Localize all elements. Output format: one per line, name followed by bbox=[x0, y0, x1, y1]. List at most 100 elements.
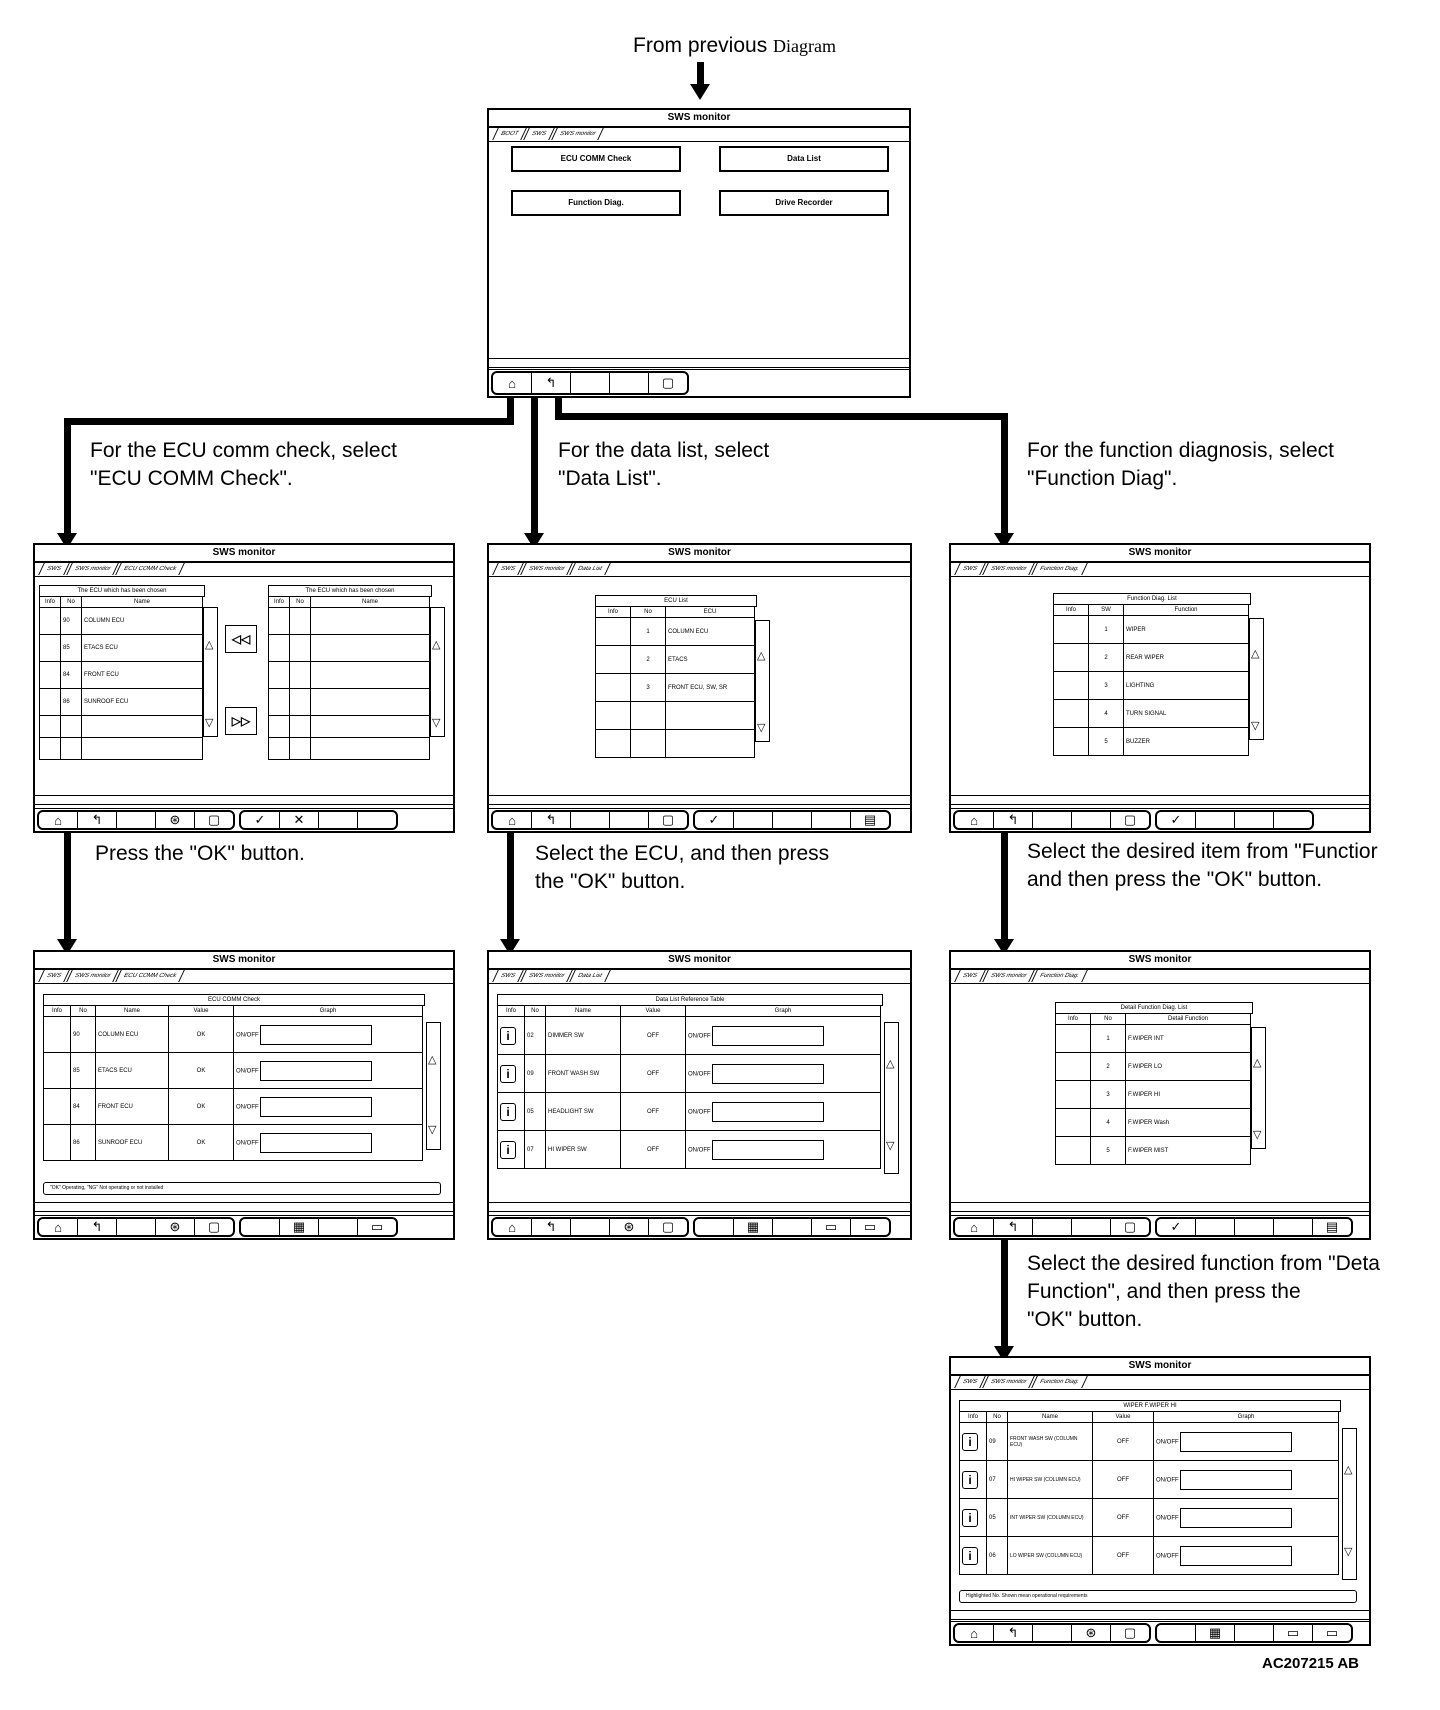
window-icon[interactable]: ▭ bbox=[863, 1219, 877, 1234]
info-icon[interactable]: i bbox=[962, 1546, 978, 1565]
info-icon[interactable]: i bbox=[500, 1140, 516, 1159]
print-icon[interactable]: ▢ bbox=[1123, 1625, 1137, 1640]
crumb-monitor[interactable]: SWS monitor bbox=[981, 563, 1035, 575]
home-icon[interactable]: ⌂ bbox=[39, 1219, 78, 1235]
home-icon[interactable]: ⌂ bbox=[39, 812, 78, 828]
table-view-icon[interactable]: ▦ bbox=[734, 1219, 773, 1235]
forward-icon[interactable]: ▷▷ bbox=[225, 707, 257, 735]
scroll-down-icon[interactable]: ▽ bbox=[432, 717, 441, 729]
check-icon[interactable]: ✓ bbox=[1157, 1219, 1196, 1235]
back-icon[interactable]: ↰ bbox=[532, 1219, 571, 1235]
crumb-sws[interactable]: SWS bbox=[954, 563, 986, 575]
scroll-down-icon[interactable]: ▽ bbox=[1344, 1546, 1353, 1558]
crumb-monitor[interactable]: SWS monitor bbox=[981, 970, 1035, 982]
crumb-ecu-comm[interactable]: ECU COMM Check bbox=[115, 970, 185, 982]
camera-icon[interactable]: ⊛ bbox=[156, 1219, 195, 1235]
scroll-up-icon[interactable]: △ bbox=[432, 639, 441, 651]
camera-icon[interactable]: ⊛ bbox=[1072, 1625, 1111, 1641]
scroll-up-icon[interactable]: △ bbox=[886, 1058, 895, 1070]
crumb-function-diag[interactable]: Function Diag. bbox=[1031, 563, 1088, 575]
crumb-sws[interactable]: SWS bbox=[492, 563, 524, 575]
data-list-button[interactable]: Data List bbox=[719, 146, 889, 172]
home-icon[interactable]: ⌂ bbox=[493, 373, 532, 393]
window-icon[interactable]: ▭ bbox=[1325, 1625, 1339, 1640]
crumb-monitor[interactable]: SWS monitor bbox=[65, 563, 119, 575]
info-icon[interactable]: i bbox=[962, 1508, 978, 1527]
scroll-up-icon[interactable]: △ bbox=[757, 650, 766, 662]
scroll-down-icon[interactable]: ▽ bbox=[1253, 1129, 1262, 1141]
crumb-sws[interactable]: SWS bbox=[954, 1376, 986, 1388]
table-row[interactable] bbox=[39, 737, 203, 760]
table-row[interactable] bbox=[39, 715, 203, 738]
table-row[interactable] bbox=[268, 607, 430, 635]
scrollbar[interactable]: △▽ bbox=[430, 607, 445, 737]
info-icon[interactable]: i bbox=[500, 1026, 516, 1045]
table-row[interactable] bbox=[595, 729, 755, 758]
info-icon[interactable]: i bbox=[962, 1432, 978, 1451]
home-icon[interactable]: ⌂ bbox=[955, 812, 994, 828]
table-view-icon[interactable]: ▦ bbox=[280, 1219, 319, 1235]
check-icon[interactable]: ✓ bbox=[241, 812, 280, 828]
print-icon[interactable]: ▢ bbox=[1123, 812, 1137, 827]
crumb-monitor[interactable]: SWS monitor bbox=[981, 1376, 1035, 1388]
table-row[interactable] bbox=[268, 634, 430, 662]
check-icon[interactable]: ✓ bbox=[1157, 812, 1196, 828]
scroll-up-icon[interactable]: △ bbox=[205, 639, 214, 651]
print-icon[interactable]: ▢ bbox=[661, 375, 675, 390]
info-icon[interactable]: i bbox=[500, 1102, 516, 1121]
scrollbar[interactable]: △▽ bbox=[1251, 1027, 1266, 1149]
crumb-monitor[interactable]: SWS monitor bbox=[519, 970, 573, 982]
crumb-sws[interactable]: SWS bbox=[38, 563, 70, 575]
crumb-function-diag[interactable]: Function Diag. bbox=[1031, 970, 1088, 982]
ecu-comm-check-button[interactable]: ECU COMM Check bbox=[511, 146, 681, 172]
scroll-up-icon[interactable]: △ bbox=[1251, 648, 1260, 660]
rewind-icon[interactable]: ◁◁ bbox=[225, 625, 257, 653]
check-icon[interactable]: ✓ bbox=[695, 812, 734, 828]
back-icon[interactable]: ↰ bbox=[78, 1219, 117, 1235]
crumb-data-list[interactable]: Data List bbox=[569, 563, 611, 575]
drive-recorder-button[interactable]: Drive Recorder bbox=[719, 190, 889, 216]
crumb-sws[interactable]: SWS bbox=[38, 970, 70, 982]
back-icon[interactable]: ↰ bbox=[532, 812, 571, 828]
table-view-icon[interactable]: ▦ bbox=[1196, 1625, 1235, 1641]
back-icon[interactable]: ↰ bbox=[994, 1219, 1033, 1235]
table-row[interactable] bbox=[268, 737, 430, 760]
print-icon[interactable]: ▢ bbox=[1123, 1219, 1137, 1234]
scroll-up-icon[interactable]: △ bbox=[428, 1054, 437, 1066]
function-diag-button[interactable]: Function Diag. bbox=[511, 190, 681, 216]
scrollbar[interactable]: △▽ bbox=[426, 1022, 441, 1150]
info-icon[interactable]: i bbox=[962, 1470, 978, 1489]
home-icon[interactable]: ⌂ bbox=[493, 1219, 532, 1235]
graph-view-icon[interactable]: ▭ bbox=[370, 1219, 384, 1234]
crumb-boot[interactable]: BOOT bbox=[492, 128, 527, 140]
home-icon[interactable]: ⌂ bbox=[955, 1625, 994, 1641]
camera-icon[interactable]: ⊛ bbox=[156, 812, 195, 828]
table-row[interactable] bbox=[268, 661, 430, 689]
crumb-sws[interactable]: SWS bbox=[492, 970, 524, 982]
crumb-monitor[interactable]: SWS monitor bbox=[550, 128, 604, 140]
scroll-down-icon[interactable]: ▽ bbox=[886, 1140, 895, 1152]
scrollbar[interactable]: △▽ bbox=[1249, 618, 1264, 740]
info-icon[interactable]: i bbox=[500, 1064, 516, 1083]
graph-view-icon[interactable]: ▭ bbox=[1274, 1625, 1313, 1641]
home-icon[interactable]: ⌂ bbox=[493, 812, 532, 828]
scroll-down-icon[interactable]: ▽ bbox=[428, 1124, 437, 1136]
